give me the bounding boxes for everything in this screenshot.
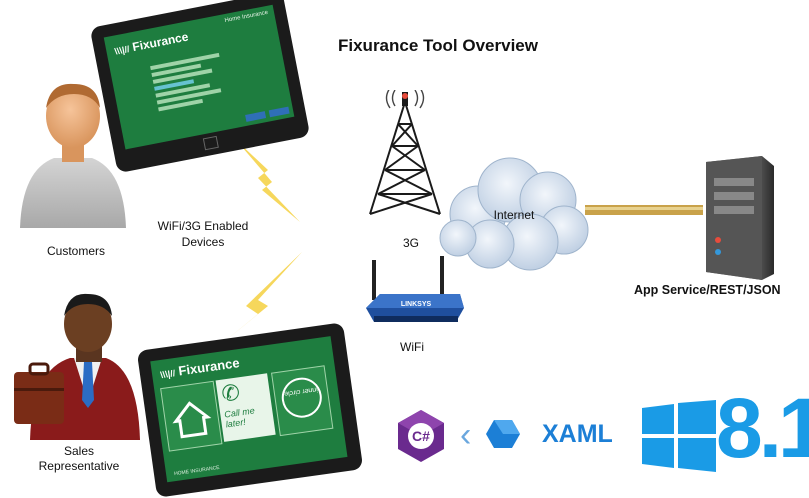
router-brand-text: LINKSYS: [401, 301, 432, 308]
xaml-logo-icon: ‹: [460, 416, 520, 454]
tablet-top-header: Home Insurance: [224, 9, 269, 25]
tile-home: [160, 380, 223, 452]
wifi-router-icon: LINKSYS: [366, 256, 464, 322]
windows-version-text: 8.1: [716, 381, 809, 475]
tablet-top-button-1: [245, 111, 267, 122]
windows-logo-icon: [642, 400, 716, 472]
sales-label-line1: Sales: [63, 444, 95, 458]
3g-label: 3G: [402, 236, 419, 250]
customer-person-icon: [20, 83, 126, 228]
tablet-bottom: \\\|// Fixurance ✆ Call me later! inner …: [136, 322, 364, 498]
diagram-title: Fixurance Tool Overview: [338, 36, 538, 55]
csharp-logo-icon: C#: [398, 410, 444, 462]
server-icon: [706, 156, 774, 280]
devices-label-line1: WiFi/3G Enabled: [157, 219, 249, 233]
tablet-bottom-screen: \\\|// Fixurance ✆ Call me later! inner …: [150, 336, 348, 483]
wifi-label: WiFi: [400, 340, 424, 354]
fixurance-logo-icon: \\\|//: [113, 43, 131, 57]
tablet-top-form: [150, 47, 244, 114]
tile-call-text: Call me later!: [223, 405, 256, 430]
tablet-top-brand: \\\|// Fixurance: [113, 29, 190, 58]
cell-tower-icon: [369, 90, 441, 215]
house-icon: [172, 401, 212, 439]
sales-representative-label: Sales Representative: [24, 444, 134, 474]
tile-call: ✆ Call me later!: [215, 373, 276, 442]
sales-representative-icon: [14, 293, 140, 440]
lightning-bolt-top: [236, 140, 300, 222]
devices-label: WiFi/3G Enabled Devices: [144, 218, 262, 250]
connection-graphics: [214, 140, 703, 350]
svg-text:‹: ‹: [460, 416, 471, 454]
fixurance-logo-icon: \\\|//: [159, 368, 176, 381]
csharp-text: C#: [412, 428, 430, 444]
customers-label: Customers: [46, 244, 105, 258]
lightning-bolt-bottom: [214, 252, 302, 350]
phone-icon: ✆: [219, 379, 242, 407]
xaml-text: XAML: [542, 420, 613, 448]
tablet-top-button-2: [268, 106, 290, 118]
tile-inner-circle: inner circle: [271, 365, 334, 437]
internet-label: Internet: [493, 208, 535, 222]
internet-cloud-icon: [439, 157, 589, 271]
devices-label-line2: Devices: [181, 235, 225, 249]
tablet-bottom-footer: HOME INSURANCE: [173, 464, 221, 478]
tablet-bottom-brand-text: Fixurance: [177, 355, 241, 379]
sales-label-line2: Representative: [38, 459, 120, 473]
tablet-top-brand-text: Fixurance: [131, 29, 190, 55]
circle-icon: [279, 375, 325, 421]
tablet-bottom-brand: \\\|// Fixurance: [159, 355, 241, 381]
app-service-label: App Service/REST/JSON: [634, 283, 781, 297]
